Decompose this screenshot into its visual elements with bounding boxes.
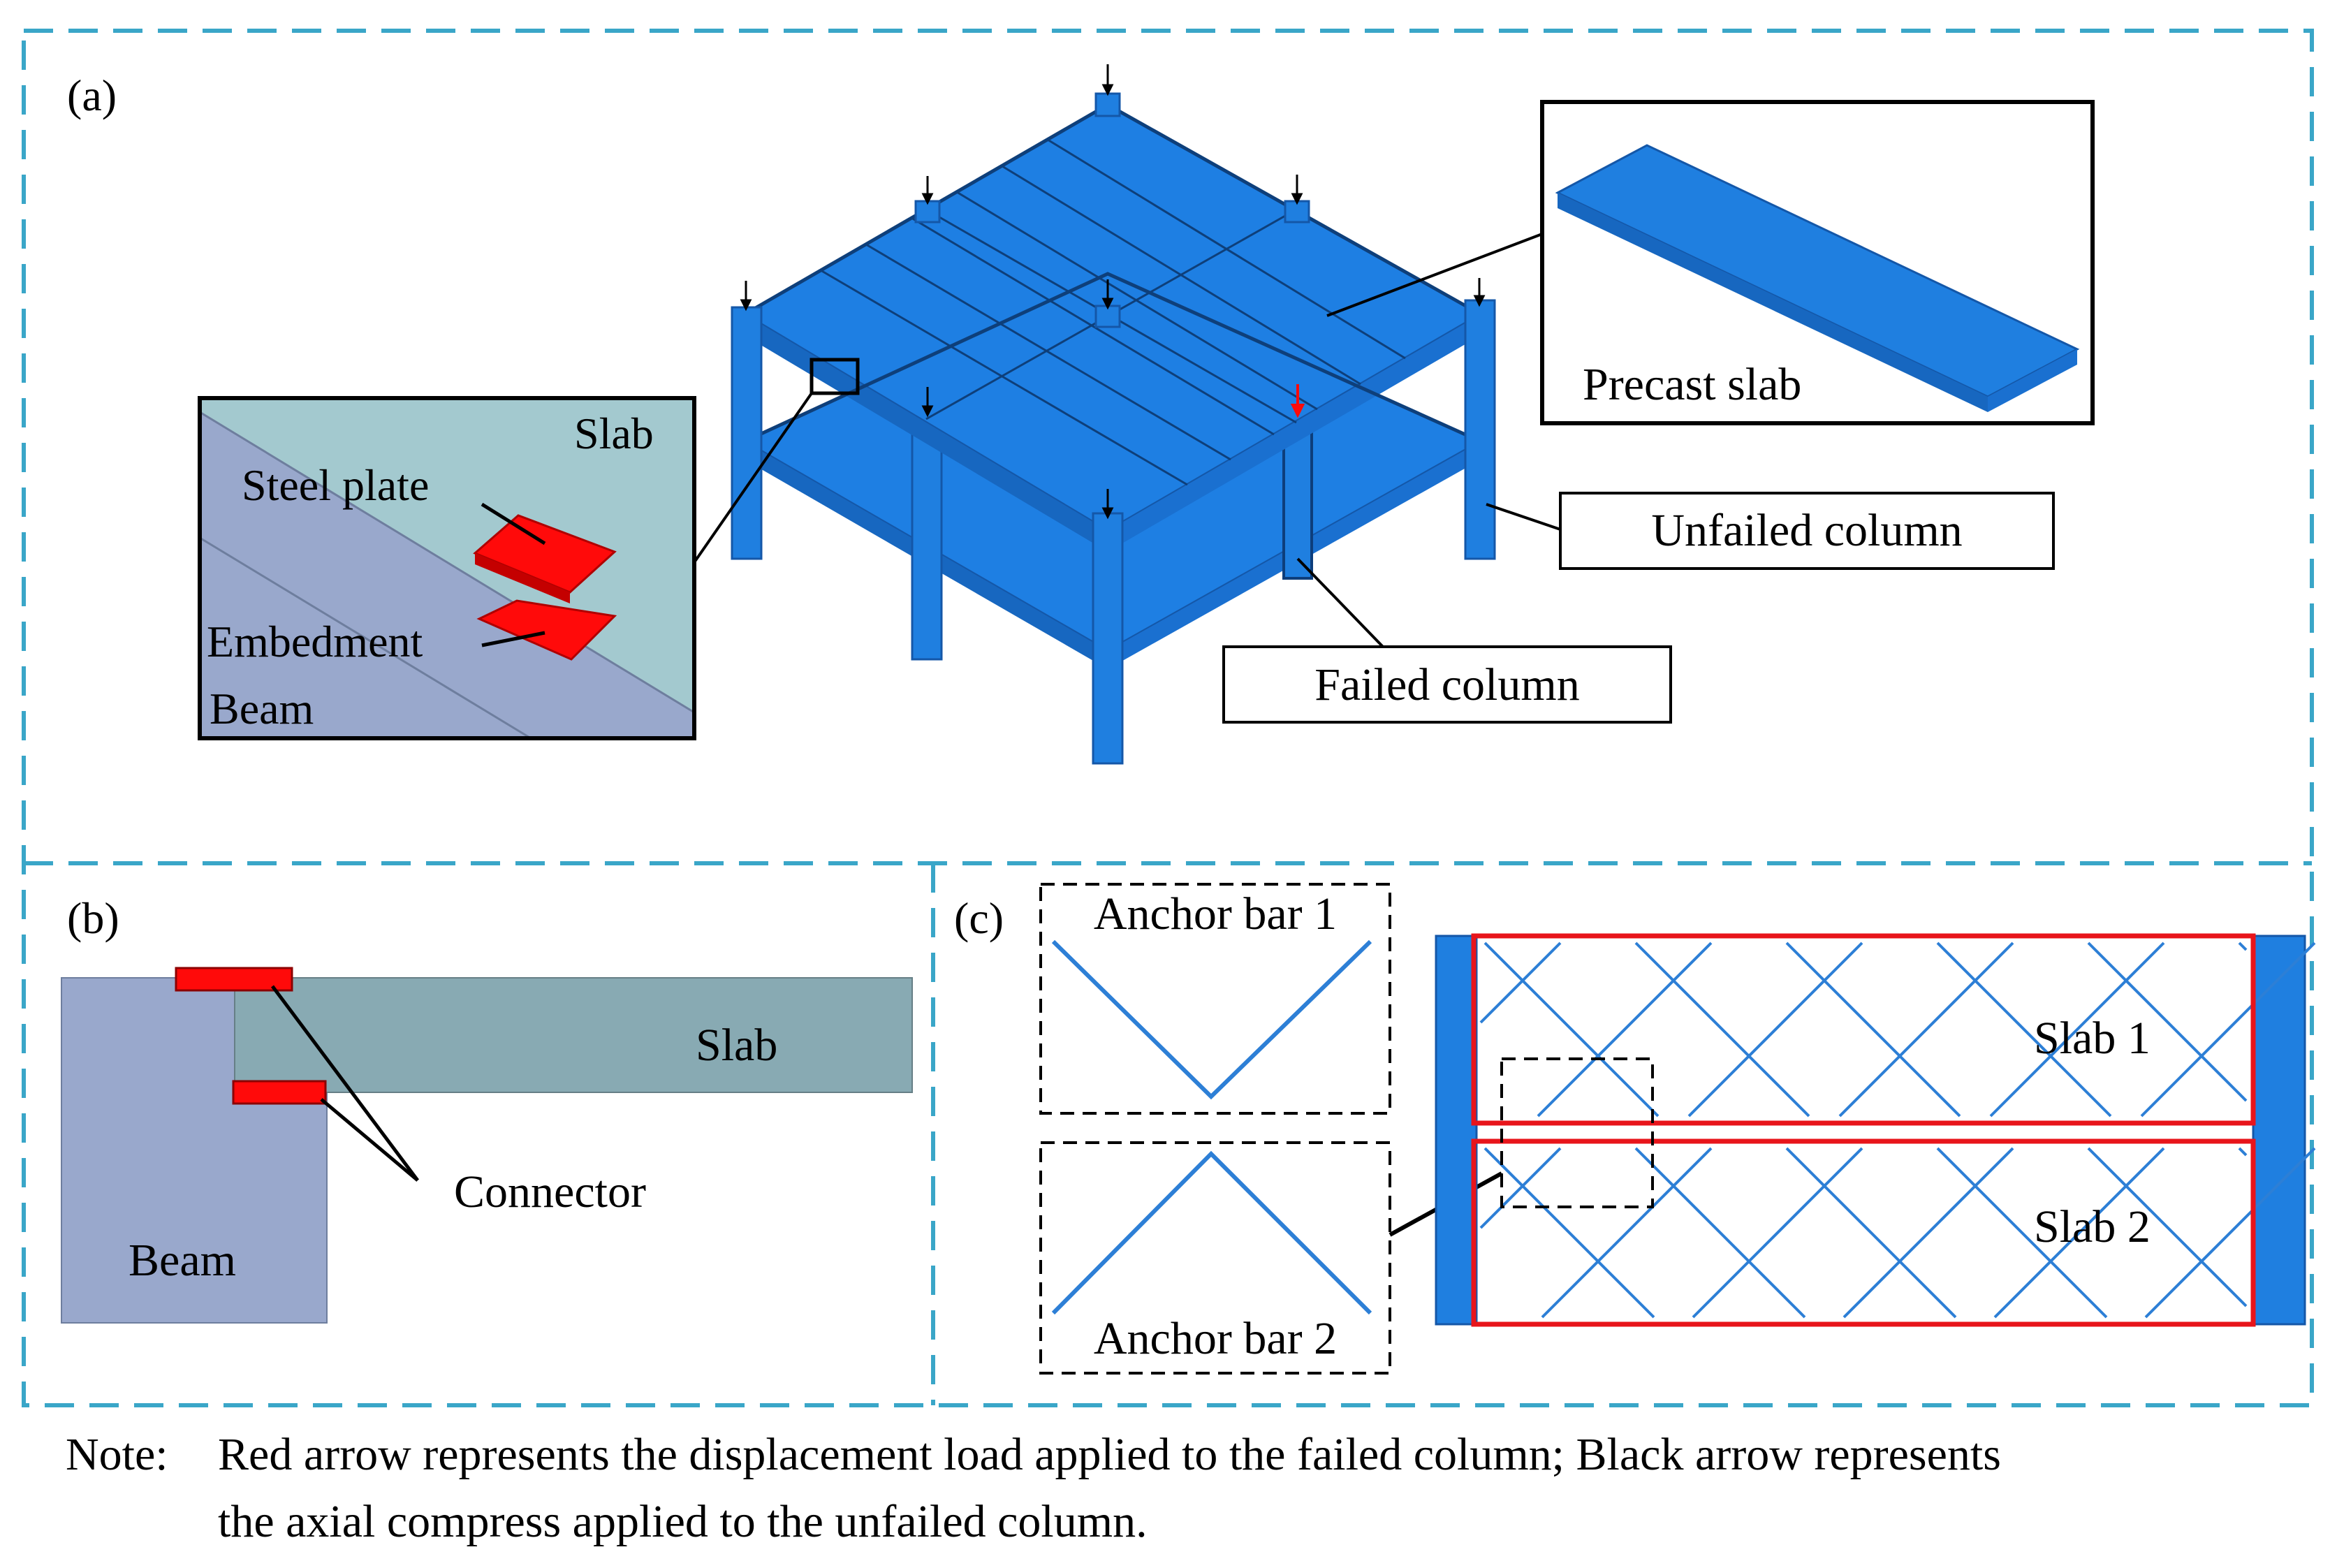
anchor-bar-line [1692, 1147, 1863, 1319]
anchor-bar-line [2087, 941, 2248, 1102]
anchor-bar-line [2144, 1147, 2316, 1319]
down-arrow-icon [740, 281, 752, 312]
anchor-bar-legend: Anchor bar 1 Anchor bar 2 [1039, 883, 1503, 1375]
column [1092, 512, 1124, 765]
anchor-bar-2-shape [1051, 1150, 1372, 1315]
column [911, 416, 943, 661]
slab-section [234, 977, 913, 1093]
plan-beam-left [1435, 935, 1478, 1326]
panel-b-beam-label: Beam [129, 1235, 236, 1286]
column-cap [1094, 92, 1121, 117]
slab-1-label: Slab 1 [2034, 1013, 2151, 1064]
anchor-bar-line [2140, 941, 2316, 1118]
connection-detail-inset: Slab Steel plate Embedment Beam [198, 396, 696, 740]
anchor-bar-line [1483, 1147, 1655, 1319]
anchor-bar-line [1785, 941, 1961, 1118]
anchor-bar-detail-box [1500, 1057, 1654, 1208]
upper-floor-edge [745, 314, 1108, 552]
down-arrow-icon [1101, 279, 1114, 310]
failed-column-callout: Failed column [1222, 645, 1672, 724]
leader-lines-a [691, 233, 1561, 648]
figure-note: Note: Red arrow represents the displacem… [66, 1429, 2001, 1547]
anchor-bar-line [1993, 1147, 2165, 1319]
panel-c-label: (c) [954, 893, 1004, 943]
slab-1-outline [1471, 933, 2256, 1126]
inset-embedment-label: Embedment [207, 617, 423, 666]
down-arrow-icon [1291, 175, 1303, 205]
precast-slab-label: Precast slab [1583, 359, 1801, 410]
panel-b-label: (b) [67, 893, 119, 943]
anchor-bar-line [2087, 1147, 2248, 1307]
anchor-bar-grid [1479, 941, 2316, 1319]
anchor-bar-line [2238, 1147, 2248, 1157]
anchor-bar-line [2238, 941, 2248, 951]
steel-plate-shape [475, 553, 570, 603]
anchor-bar-line [1838, 941, 2014, 1118]
anchor-bar-line [1936, 941, 2112, 1118]
panel-b-slab-label: Slab [696, 1020, 777, 1071]
anchor-bar-line [1634, 1147, 1806, 1319]
slab-2-label: Slab 2 [2034, 1201, 2151, 1252]
column [731, 306, 763, 560]
anchor-bar-line [1634, 941, 1810, 1118]
anchor-bar-2-label: Anchor bar 2 [1094, 1313, 1337, 1364]
unfailed-column-callout: Unfailed column [1559, 492, 2055, 570]
panel-frames [22, 29, 2314, 1407]
down-arrow-icon [1101, 489, 1114, 520]
anchor-bar-line [1537, 941, 1713, 1118]
beam-slab-section: Slab Beam Connector [61, 967, 913, 1324]
anchor-bar-line [1843, 1147, 2014, 1319]
column [1464, 299, 1496, 560]
note-line-2: the axial compress applied to the unfail… [218, 1496, 1148, 1547]
down-arrow-icon [921, 387, 934, 418]
plan-beam-right [2252, 935, 2306, 1326]
axial-load-arrows [740, 64, 1486, 520]
anchor-bar-line [1785, 1147, 1957, 1319]
panel-a-label: (a) [67, 71, 117, 120]
anchor-bar-line [1479, 941, 1562, 1024]
anchor-bar-1-box [1039, 883, 1391, 1115]
anchor-bar-line [1541, 1147, 1713, 1319]
frame-outer [22, 29, 2314, 1407]
failed-column-label: Failed column [1314, 659, 1579, 710]
inset-beam-label: Beam [210, 684, 314, 733]
anchor-bar-line [1989, 941, 2165, 1118]
down-arrow-icon [921, 176, 934, 205]
precast-slab-callout: Precast slab [1540, 100, 2095, 425]
anchor-bar-line [1936, 1147, 2108, 1319]
slab-2-outline [1471, 1138, 2256, 1327]
down-arrow-icon [1101, 64, 1114, 96]
note-line-1: Red arrow represents the displacement lo… [218, 1429, 2001, 1480]
inset-steel-plate-label: Steel plate [242, 460, 429, 510]
note-prefix: Note: [66, 1429, 168, 1480]
panel-b-connector-label: Connector [454, 1166, 646, 1217]
slab-plan-view: Slab 1 Slab 2 [1435, 933, 2316, 1327]
frame-structure-3d [731, 64, 1496, 765]
connector-bottom [232, 1080, 327, 1105]
unfailed-column-label: Unfailed column [1651, 505, 1962, 556]
anchor-bar-1-label: Anchor bar 1 [1094, 888, 1337, 939]
inset-slab-label: Slab [574, 409, 654, 458]
steel-plate-shape [473, 514, 617, 594]
embedment-shape [476, 599, 617, 661]
anchor-bar-line [1479, 1147, 1562, 1229]
detail-marker [809, 358, 860, 395]
anchor-bar-line [1483, 941, 1660, 1118]
anchor-bar-line [1687, 941, 1863, 1118]
upper-floor-edge [1108, 314, 1481, 552]
anchor-bar-1-shape [1051, 939, 1372, 1100]
down-arrow-icon [1473, 278, 1486, 307]
down-arrow-icon [1290, 384, 1305, 418]
